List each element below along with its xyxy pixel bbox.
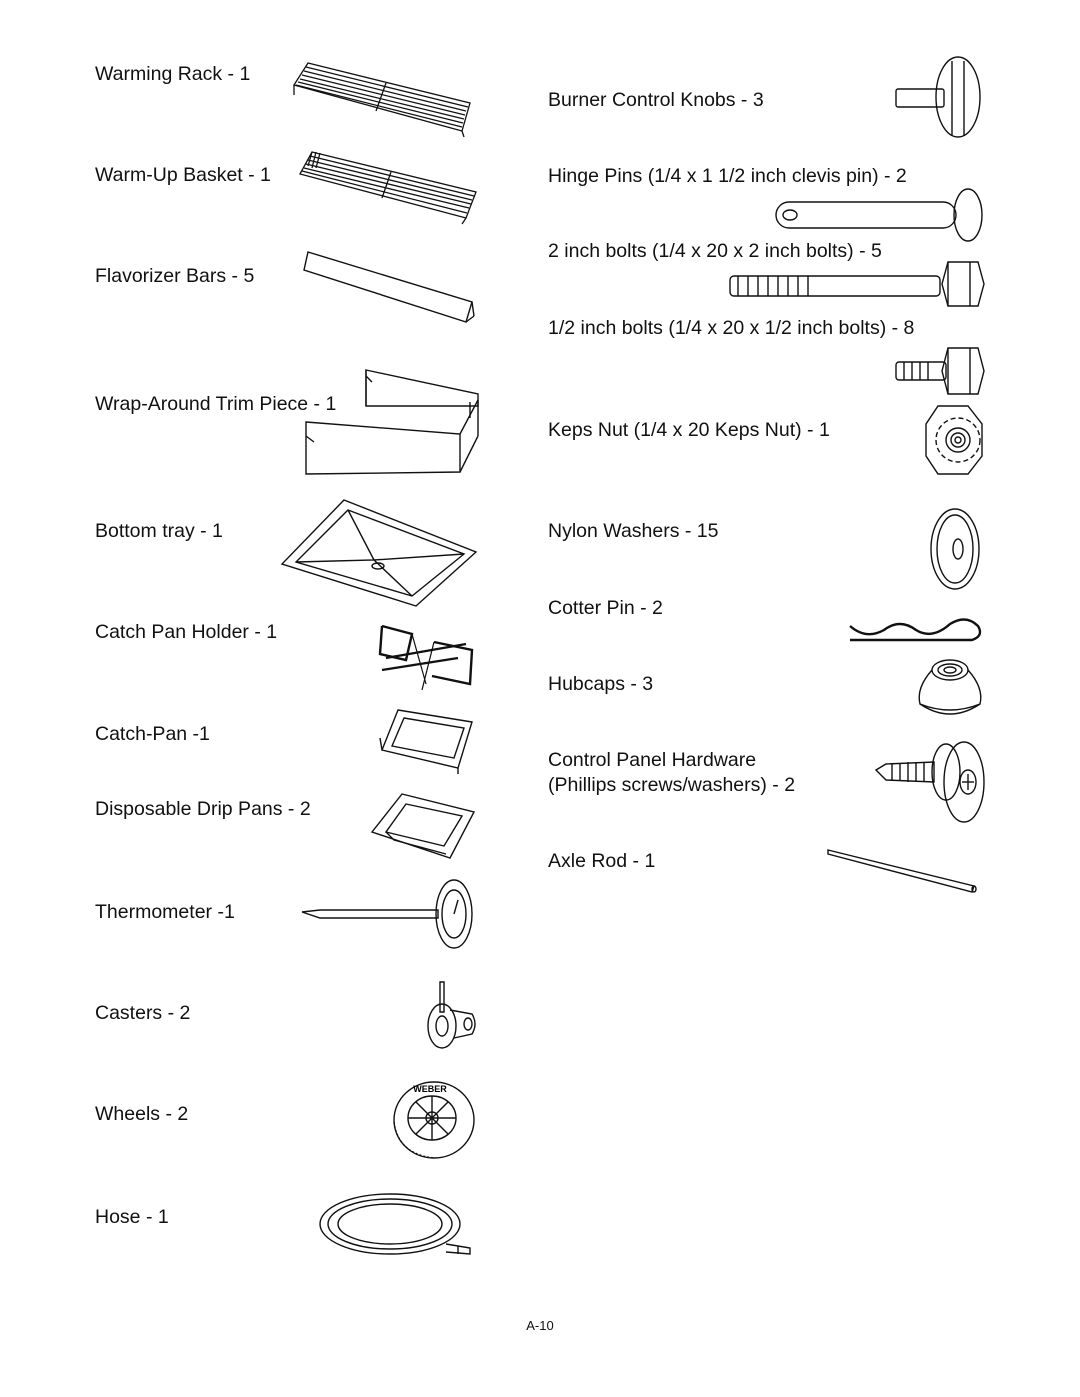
control-panel-hardware-label: Control Panel Hardware [548, 749, 757, 771]
control-knob-icon [892, 55, 984, 143]
bottom-tray-label: Bottom tray - 1 [95, 520, 223, 542]
flavorizer-bars-label: Flavorizer Bars - 5 [95, 265, 255, 287]
nylon-washers-label: Nylon Washers - 15 [548, 520, 719, 542]
wheels-label: Wheels - 2 [95, 1103, 189, 1125]
hinge-pins-label: Hinge Pins (1/4 x 1 1/2 inch clevis pin)… [548, 165, 907, 187]
warm-up-basket-icon [296, 146, 482, 226]
drip-pans-label: Disposable Drip Pans - 2 [95, 798, 311, 820]
phillips-screw-icon [872, 740, 988, 826]
bottom-tray-icon [278, 496, 480, 610]
cotter-pin-icon [846, 612, 986, 648]
thermometer-label: Thermometer -1 [95, 901, 235, 923]
short-bolts-label: 1/2 inch bolts (1/4 x 20 x 1/2 inch bolt… [548, 317, 915, 339]
long-bolts-label: 2 inch bolts (1/4 x 20 x 2 inch bolts) -… [548, 240, 882, 262]
axle-rod-label: Axle Rod - 1 [548, 850, 656, 872]
hose-icon [318, 1192, 478, 1262]
casters-label: Casters - 2 [95, 1002, 191, 1024]
hinge-pin-icon [772, 188, 986, 244]
catch-pan-holder-icon [376, 620, 478, 692]
control-knobs-label: Burner Control Knobs - 3 [548, 89, 764, 111]
control-panel-hardware-sublabel: (Phillips screws/washers) - 2 [548, 774, 796, 796]
catch-pan-holder-label: Catch Pan Holder - 1 [95, 621, 278, 643]
keps-nut-icon [924, 404, 986, 478]
wheel-icon: WEBER [386, 1078, 478, 1162]
long-bolt-icon [728, 256, 988, 312]
hubcaps-label: Hubcaps - 3 [548, 673, 654, 695]
cotter-pin-label: Cotter Pin - 2 [548, 597, 663, 619]
warm-up-basket-label: Warm-Up Basket - 1 [95, 164, 271, 186]
catch-pan-label: Catch-Pan -1 [95, 723, 210, 745]
keps-nut-label: Keps Nut (1/4 x 20 Keps Nut) - 1 [548, 419, 830, 441]
flavorizer-bar-icon [302, 250, 480, 328]
trim-piece-icon [302, 366, 482, 478]
short-bolt-icon [894, 344, 986, 398]
warming-rack-label: Warming Rack - 1 [95, 63, 251, 85]
axle-rod-icon [826, 846, 982, 894]
hubcap-icon [912, 654, 988, 722]
caster-icon [420, 980, 480, 1056]
thermometer-icon [298, 880, 476, 954]
warming-rack-icon [288, 55, 478, 140]
wheel-brand-text: WEBER [413, 1084, 447, 1094]
hose-label: Hose - 1 [95, 1206, 169, 1228]
trim-piece-label: Wrap-Around Trim Piece - 1 [95, 393, 337, 415]
nylon-washer-icon [928, 506, 982, 592]
catch-pan-icon [378, 708, 476, 776]
drip-pan-icon [368, 792, 478, 862]
page-number: A-10 [526, 1318, 554, 1333]
